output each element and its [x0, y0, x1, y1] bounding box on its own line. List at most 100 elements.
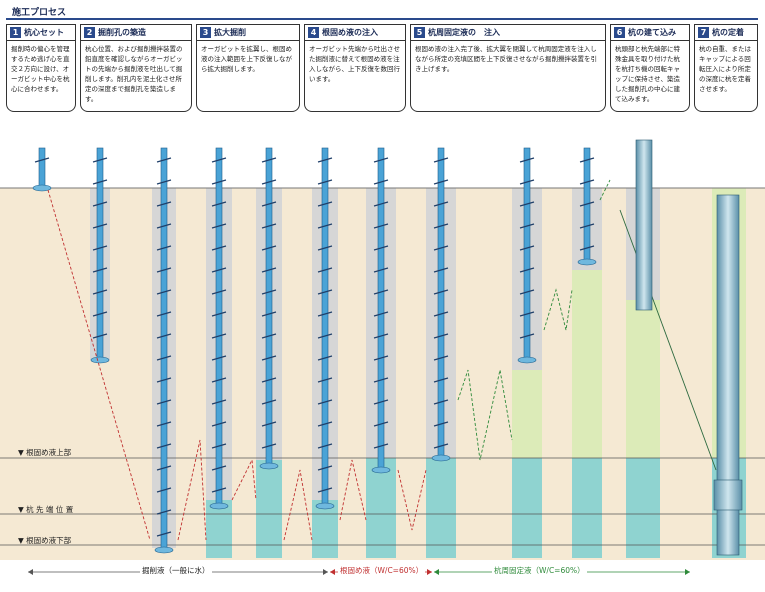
auger-blade: [156, 399, 172, 405]
legend-label-root: 根固め液（W/C=60%）: [338, 565, 426, 576]
auger-blade: [433, 333, 449, 339]
auger-blade: [261, 421, 277, 427]
auger-blade: [261, 245, 277, 251]
auger-blade: [156, 355, 172, 361]
auger-blade: [92, 289, 108, 295]
root-liquid-zone: [572, 458, 602, 558]
auger-blade: [519, 179, 535, 185]
auger-blade: [92, 333, 108, 339]
auger-rod: [523, 147, 531, 361]
step-number: 3: [200, 27, 211, 38]
auger-blade: [156, 223, 172, 229]
auger-blade: [373, 223, 389, 229]
auger-blade: [261, 399, 277, 405]
auger-blade: [317, 223, 333, 229]
auger-blade: [373, 377, 389, 383]
legend-arrowhead: [434, 569, 439, 575]
auger-blade: [156, 377, 172, 383]
root-liquid-zone: [206, 500, 232, 558]
fix-liquid-zone: [626, 300, 660, 458]
auger-blade: [261, 223, 277, 229]
auger-bit: [209, 502, 229, 510]
step-number: 7: [698, 27, 709, 38]
step-description: 杭心位置、および掘削攪拌装置の鉛直度を確認しながらオーガビットの先端から掘削液を…: [85, 45, 183, 103]
auger-blade: [261, 289, 277, 295]
auger-blade: [211, 443, 227, 449]
auger-rod: [377, 147, 385, 471]
auger-blade: [156, 267, 172, 273]
auger-blade: [373, 421, 389, 427]
auger-blade: [92, 223, 108, 229]
auger-rod: [437, 147, 445, 459]
auger-blade: [433, 443, 449, 449]
auger-blade: [579, 223, 595, 229]
auger-blade: [317, 443, 333, 449]
auger-blade: [317, 399, 333, 405]
auger-blade: [261, 355, 277, 361]
auger-blade: [317, 267, 333, 273]
legend-label-fix: 杭周固定液（W/C=60%）: [492, 565, 587, 576]
step-title: 拡大掘削: [214, 28, 246, 37]
auger-blade: [519, 267, 535, 273]
auger-blade: [519, 201, 535, 207]
auger-blade: [579, 201, 595, 207]
auger-blade: [373, 289, 389, 295]
auger-blade: [92, 267, 108, 273]
auger-blade: [317, 333, 333, 339]
step-number: 6: [614, 27, 625, 38]
step-description: 杭頭部と杭先端部に特殊金具を取り付けた杭を杭打ち機の回転キャップに保持させ、築造…: [615, 45, 680, 103]
auger-blade: [433, 223, 449, 229]
auger-blade: [211, 465, 227, 471]
auger-blade: [156, 333, 172, 339]
auger-blade: [519, 157, 535, 163]
auger-blade: [579, 179, 595, 185]
auger-blade: [317, 465, 333, 471]
auger-blade: [261, 443, 277, 449]
auger-blade: [317, 421, 333, 427]
fix-liquid-zone: [512, 370, 542, 458]
auger-blade: [156, 509, 172, 515]
auger-blade: [261, 377, 277, 383]
pile-hanging: [635, 139, 653, 311]
legend-arrowhead: [427, 569, 432, 575]
movement-arrow: [397, 469, 427, 531]
step-description: オーガビット先端から吐出させた掘削液に替えて根固め液を注入しながら、上下反復を数…: [309, 45, 400, 83]
movement-arrow: [543, 288, 573, 331]
auger-blade: [317, 245, 333, 251]
auger-blade: [261, 179, 277, 185]
legend-arrowhead: [323, 569, 328, 575]
auger-blade: [373, 333, 389, 339]
step-number: 2: [84, 27, 95, 38]
step-title: 杭周固定液の 注入: [428, 28, 500, 37]
auger-blade: [433, 311, 449, 317]
step-title: 根固め液の注入: [322, 28, 378, 37]
step-title: 掘削孔の築造: [98, 28, 146, 37]
step-number: 4: [308, 27, 319, 38]
auger-blade: [211, 179, 227, 185]
movement-arrow: [283, 469, 313, 541]
auger-blade: [211, 355, 227, 361]
auger-blade: [519, 245, 535, 251]
auger-blade: [211, 311, 227, 317]
auger-blade: [211, 399, 227, 405]
auger-blade: [433, 267, 449, 273]
auger-bit: [371, 466, 391, 474]
step-number: 5: [414, 27, 425, 38]
auger-blade: [433, 201, 449, 207]
level-label-lower: ▼ 根固め液下部: [18, 536, 72, 545]
legend-arrowhead: [330, 569, 335, 575]
auger-rod: [321, 147, 329, 507]
auger-blade: [92, 201, 108, 207]
root-liquid-zone: [626, 458, 660, 558]
auger-blade: [211, 289, 227, 295]
section-header: 施工プロセス: [6, 4, 758, 20]
step-number: 1: [10, 27, 21, 38]
auger-blade: [261, 333, 277, 339]
level-label-upper: ▼ 根固め液上部: [18, 448, 72, 457]
